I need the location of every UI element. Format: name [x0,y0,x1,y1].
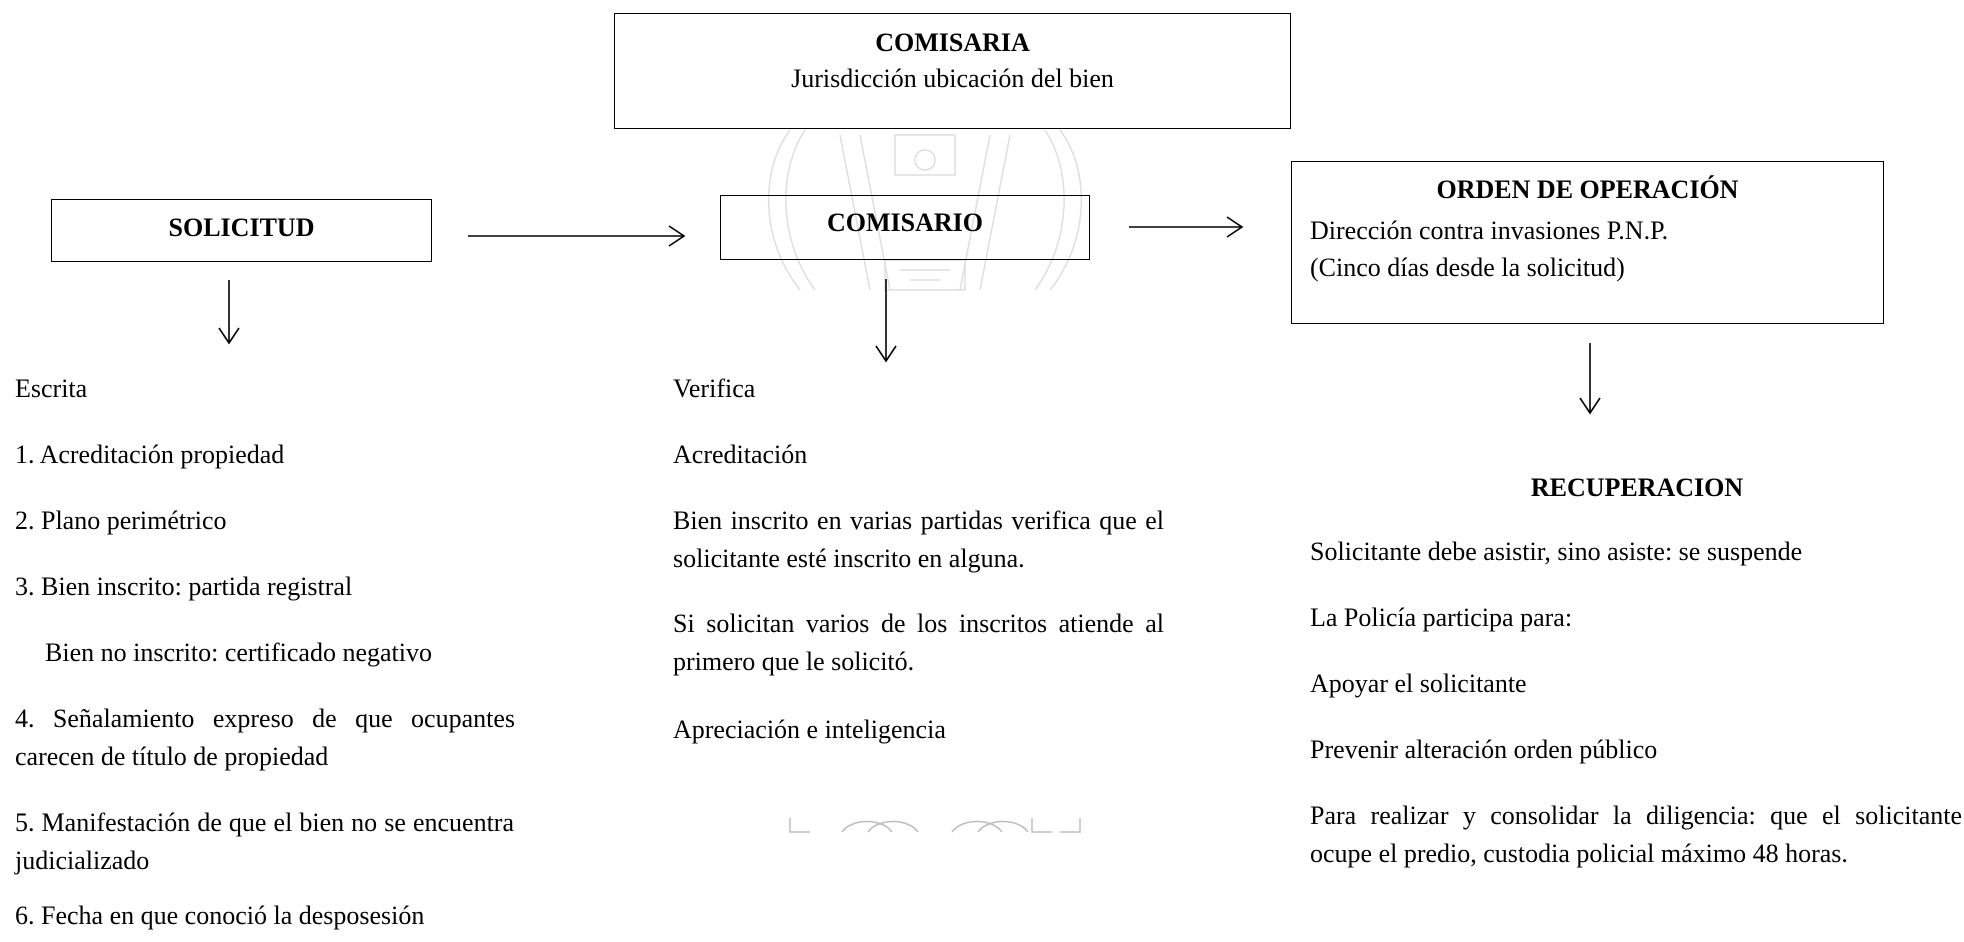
comisario-title: COMISARIO [826,208,983,237]
solicitud-item: 1. Acreditación propiedad [15,440,285,469]
arrow-solicitud-to-comisario [468,225,686,247]
orden-title: ORDEN DE OPERACIÓN [1436,175,1739,204]
solicitud-item: Escrita [15,374,88,403]
recuperacion-item: La Policía participa para: [1310,603,1573,632]
comisario-box [720,195,1090,260]
solicitud-item: Bien no inscrito: certificado negativo [45,638,432,667]
solicitud-item: 6. Fecha en que conoció la desposesión [15,901,425,930]
solicitud-box [51,199,432,262]
comisario-item: Apreciación e inteligencia [673,715,946,744]
solicitud-item: 2. Plano perimétrico [15,506,227,535]
comisario-item: Acreditación [673,440,808,469]
comisaria-title: COMISARIA [875,28,1030,57]
recuperacion-item: Prevenir alteración orden público [1310,735,1658,764]
orden-box [1291,161,1884,324]
comisaria-subtitle: Jurisdicción ubicación del bien [791,64,1114,93]
comisario-item: Verifica [673,374,756,403]
recuperacion-item: Apoyar el solicitante [1310,669,1527,698]
orden-line2: (Cinco días desde la solicitud) [1310,253,1625,282]
recuperacion-item: Solicitante debe asistir, sino asiste: s… [1310,537,1803,566]
solicitud-item: 3. Bien inscrito: partida registral [15,572,353,601]
comisario-item: Si solicitan varios de los inscritos ati… [673,609,1164,676]
comisaria-box [614,13,1291,129]
arrow-down-solicitud [218,280,240,345]
comisario-item: Bien inscrito en varias partidas verific… [673,506,1164,573]
arrow-comisario-to-orden [1129,216,1244,238]
recuperacion-title: RECUPERACION [1530,473,1744,502]
recuperacion-item: Para realizar y consolidar la diligencia… [1310,801,1962,868]
solicitud-item: 4. Señalamiento expreso de que ocupantes… [15,704,515,771]
arrow-down-orden [1579,343,1601,415]
solicitud-title: SOLICITUD [168,213,315,242]
arrow-down-comisario [875,279,897,363]
solicitud-item: 5. Manifestación de que el bien no se en… [15,808,514,875]
orden-line1: Dirección contra invasiones P.N.P. [1310,216,1669,245]
